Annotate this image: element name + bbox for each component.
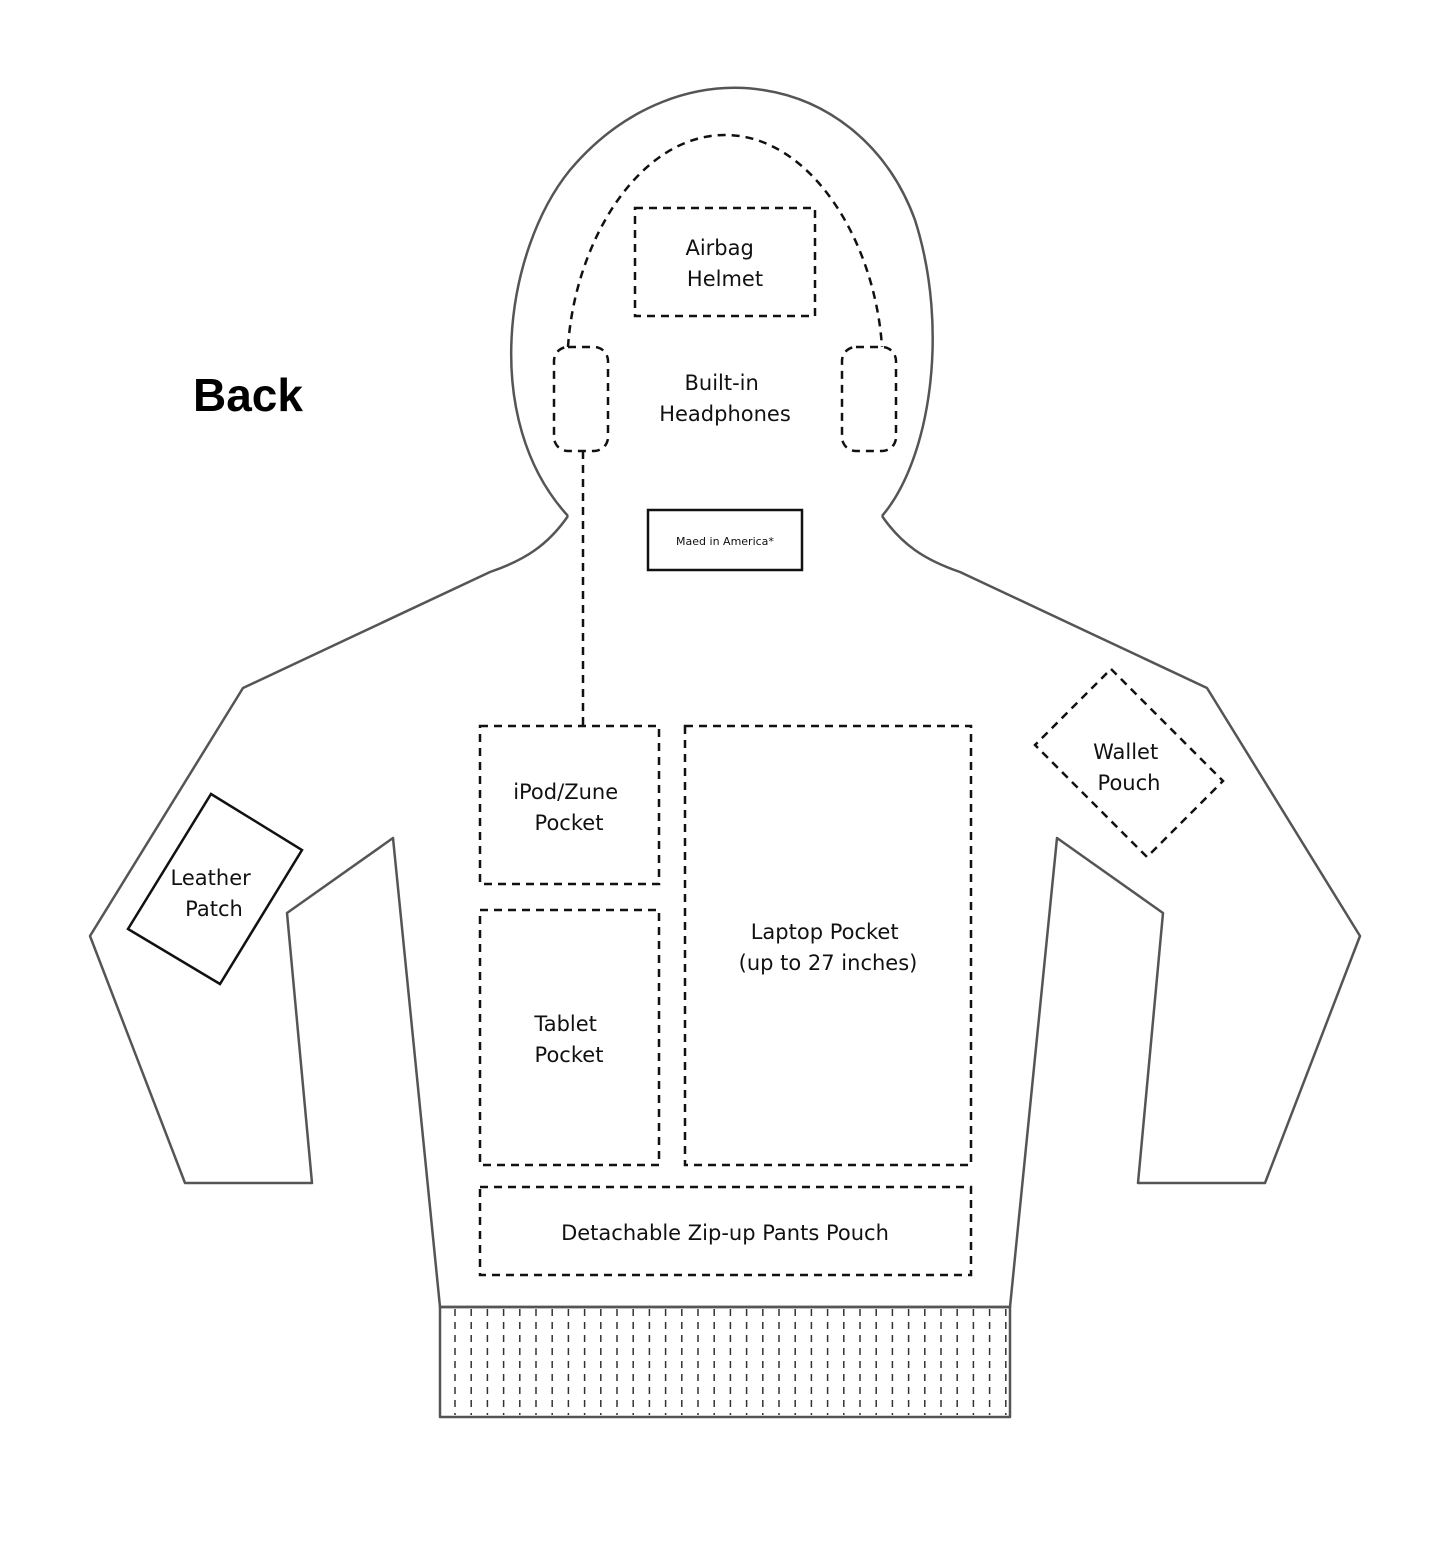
tablet-pocket-box — [478, 908, 661, 1167]
waistband — [438, 1305, 1012, 1419]
right-earcup — [840, 345, 898, 453]
ipod-pocket-box — [478, 724, 661, 886]
tablet-pocket-label: Tablet Pocket — [533, 1012, 603, 1067]
page-title: Back — [193, 369, 303, 421]
wallet-pouch-label: Wallet Pouch — [1093, 740, 1165, 795]
waistband-outline — [438, 1305, 1012, 1419]
pants-pouch-box — [478, 1185, 973, 1277]
left-earcup — [552, 345, 610, 453]
hood-outline — [510, 86, 934, 517]
airbag-helmet-box — [633, 206, 817, 318]
headphone-band — [566, 133, 884, 348]
pants-pouch-label: Detachable Zip-up Pants Pouch — [561, 1221, 889, 1245]
waistband-ribs — [454, 1309, 1007, 1415]
wallet-pouch-box — [1033, 667, 1225, 859]
airbag-helmet-label: Airbag Helmet — [685, 236, 763, 291]
hoodie-outline — [88, 515, 1362, 1309]
tag-label: Maed in America* — [676, 535, 774, 548]
laptop-pocket-box — [683, 724, 973, 1167]
tag-box — [646, 508, 804, 572]
laptop-pocket-label: Laptop Pocket (up to 27 inches) — [739, 920, 918, 975]
headphones-label: Built-in Headphones — [659, 371, 791, 426]
leather-patch-label: Leather Patch — [171, 866, 258, 921]
leather-patch-box — [126, 792, 304, 986]
ipod-pocket-label: iPod/Zune Pocket — [513, 780, 625, 835]
